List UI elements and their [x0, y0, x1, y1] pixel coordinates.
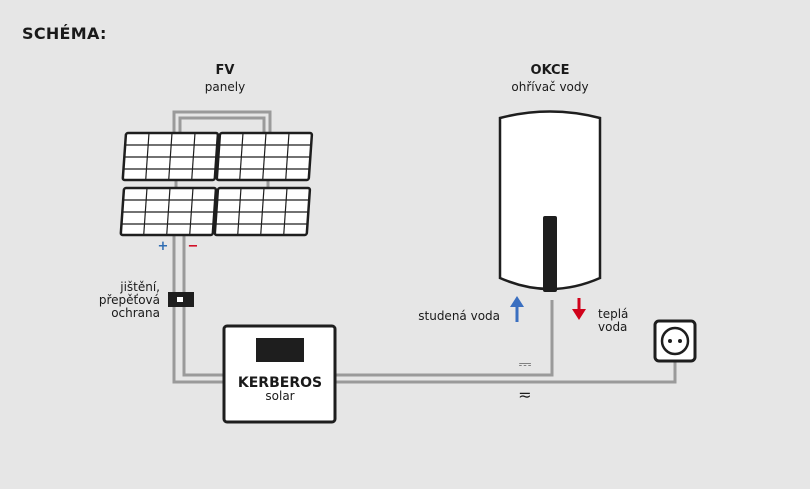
pv-panel-3: [119, 186, 218, 237]
pv-panels: [119, 131, 314, 237]
hot-water-label-1: teplá: [598, 307, 628, 321]
ac-symbol: ≂: [518, 385, 531, 404]
minus-sign: −: [188, 239, 199, 254]
dc-symbol: ⎓: [519, 354, 532, 373]
boiler: [498, 110, 602, 292]
pv-panel-2: [215, 131, 314, 182]
fuse-box: [168, 292, 194, 307]
page-title: SCHÉMA:: [22, 24, 107, 43]
fuse-label-3: ochrana: [111, 306, 160, 320]
pv-panel-4: [213, 186, 312, 237]
cold-water-label: studená voda: [418, 309, 500, 323]
boiler-heating-element: [543, 216, 557, 292]
plus-sign: +: [158, 239, 169, 254]
pv-panel-1: [121, 131, 220, 182]
controller-name: KERBEROS: [238, 375, 322, 391]
hot-water-label-2: voda: [598, 320, 627, 334]
controller-display: [256, 338, 304, 362]
fuse-label-1: jištění,: [119, 280, 160, 294]
boiler-subtitle: ohřívač vody: [511, 80, 589, 94]
boiler-title: OKCE: [530, 63, 570, 78]
power-socket-icon: [653, 319, 697, 363]
cold-water-arrow: [510, 296, 524, 322]
fuse-label-2: přepěťová: [99, 293, 160, 307]
pv-title: FV: [215, 63, 235, 78]
controller-sub: solar: [265, 389, 294, 403]
controller-box: [222, 324, 337, 424]
hot-water-arrow: [572, 298, 586, 320]
pv-subtitle: panely: [204, 80, 246, 94]
